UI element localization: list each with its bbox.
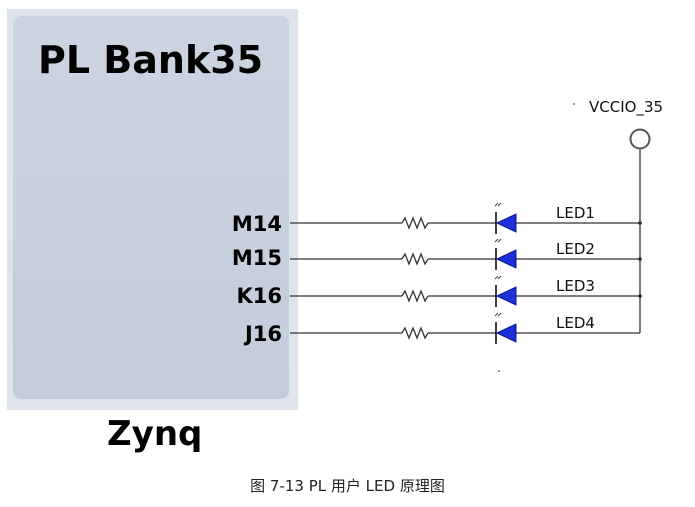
resistor-3 [401, 289, 429, 303]
led-channel-3 [290, 275, 642, 307]
chip-name: Zynq [107, 414, 203, 454]
pin-label-m15: M15 [231, 246, 282, 270]
pin-dot [573, 103, 575, 105]
led-diode-2 [495, 249, 517, 269]
led-label-1: LED1 [556, 204, 595, 222]
led-diode-3 [495, 286, 517, 306]
led-label-4: LED4 [556, 314, 595, 332]
figure-caption: 图 7-13 PL 用户 LED 原理图 [250, 477, 445, 495]
chip-body [13, 16, 289, 399]
stray-dot [498, 370, 500, 372]
led-diode-4 [495, 323, 517, 343]
resistor-1 [401, 216, 429, 230]
led-label-2: LED2 [556, 240, 595, 258]
light-rays-3 [494, 275, 502, 280]
resistor-2 [401, 252, 429, 266]
light-rays-4 [494, 312, 502, 317]
led-channel-4 [290, 312, 640, 344]
pin-label-k16: K16 [236, 284, 283, 308]
led-channel-2 [290, 238, 642, 270]
led-diode-1 [495, 213, 517, 233]
light-rays-2 [494, 238, 502, 243]
resistor-4 [401, 326, 429, 340]
power-label: VCCIO_35 [589, 98, 663, 117]
pin-label-j16: J16 [244, 322, 282, 346]
light-rays-1 [494, 202, 502, 207]
power-terminal [629, 128, 651, 150]
bank-title: PL Bank35 [38, 38, 264, 82]
led-label-3: LED3 [556, 277, 595, 295]
led-channel-1 [290, 202, 642, 234]
pin-label-m14: M14 [231, 212, 282, 236]
